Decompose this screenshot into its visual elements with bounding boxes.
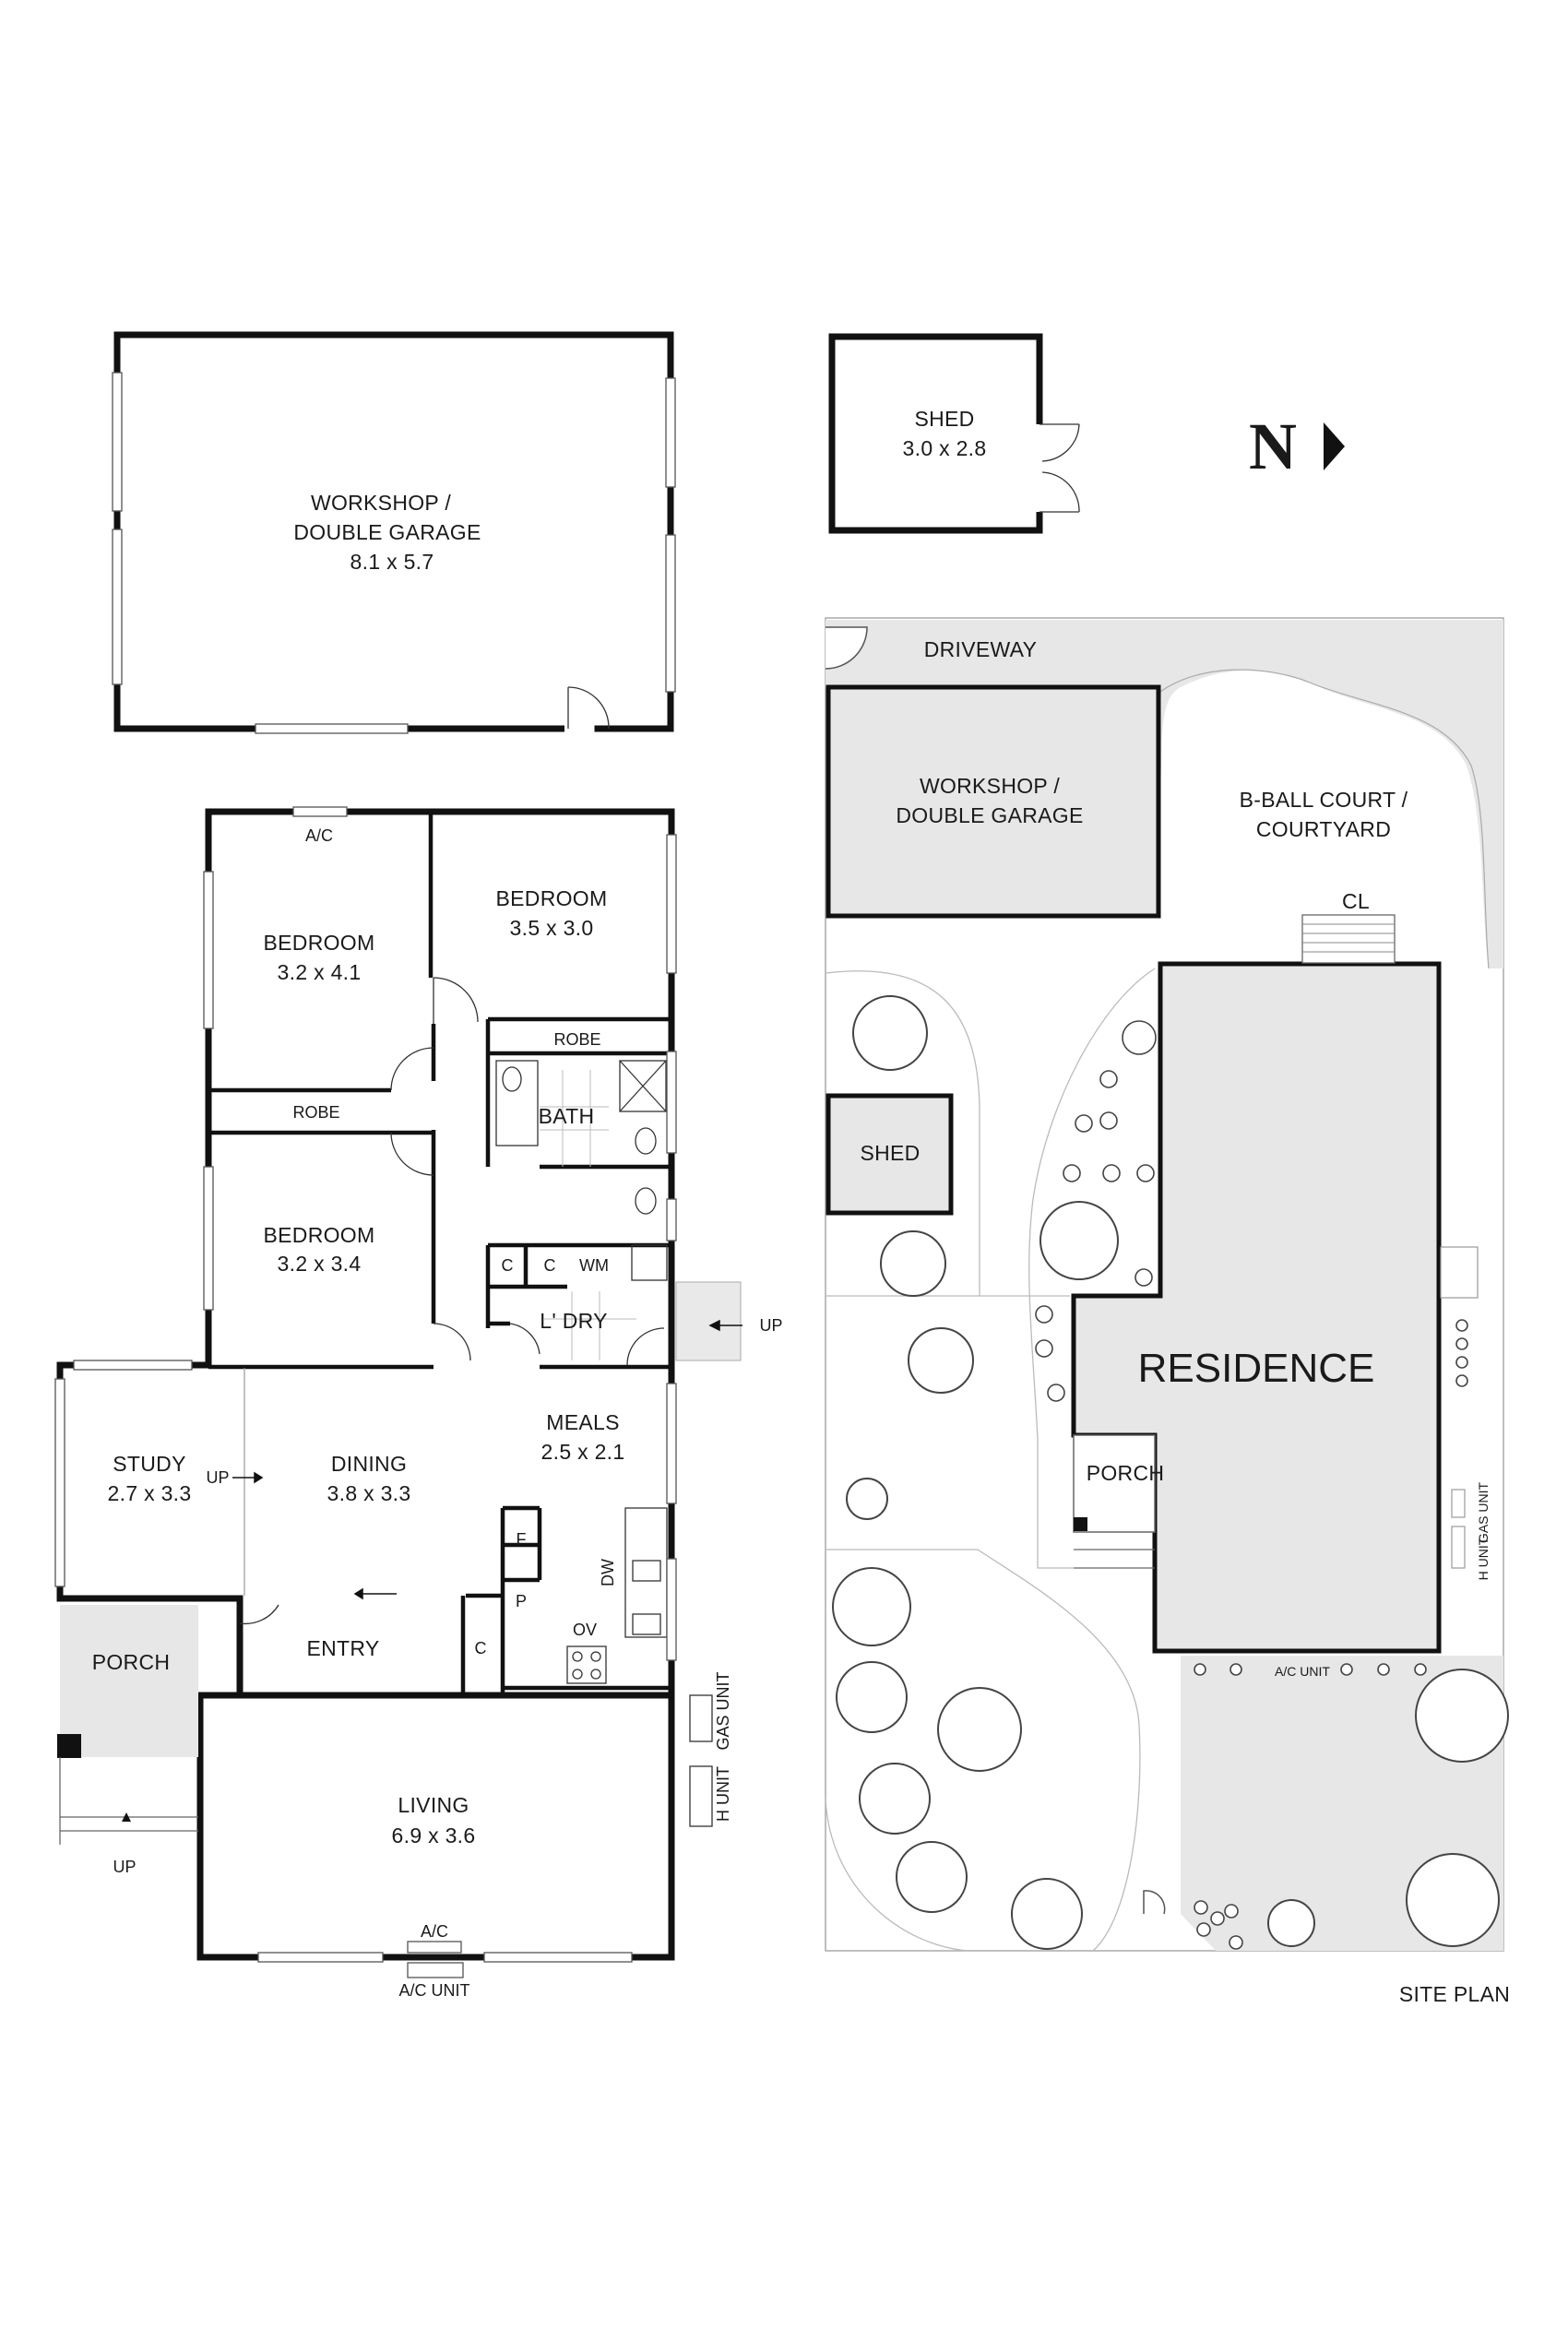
study-label: STUDY xyxy=(113,1452,185,1476)
bedroom1-size: 3.2 x 4.1 xyxy=(278,960,362,984)
bedroom2-size: 3.5 x 3.0 xyxy=(510,916,594,940)
up-laundry-label: UP xyxy=(759,1316,782,1335)
site-ac-unit-label: A/C UNIT xyxy=(1275,1664,1330,1679)
h-unit-label: H UNIT xyxy=(714,1766,732,1822)
site-gas-unit-label: GAS UNIT xyxy=(1476,1481,1491,1543)
robe1-label: ROBE xyxy=(292,1103,339,1122)
bath-label: BATH xyxy=(539,1104,595,1128)
site-trees xyxy=(832,995,1509,1950)
shed-size: 3.0 x 2.8 xyxy=(903,436,987,460)
living-label: LIVING xyxy=(398,1793,469,1817)
meals-size: 2.5 x 2.1 xyxy=(541,1440,625,1464)
porch-label: PORCH xyxy=(92,1650,171,1674)
bedroom3-label: BEDROOM xyxy=(264,1223,375,1247)
site-court-label-line1: B-BALL COURT / xyxy=(1240,788,1408,812)
site-plan-caption: SITE PLAN xyxy=(1399,1982,1510,2006)
ac-living-label: A/C xyxy=(421,1922,448,1941)
entry-label: ENTRY xyxy=(306,1636,379,1660)
site-driveway-label: DRIVEWAY xyxy=(924,637,1038,661)
robe2-label: ROBE xyxy=(553,1030,600,1049)
north-arrow-icon xyxy=(1324,422,1345,470)
floorplan-shed: SHED 3.0 x 2.8 xyxy=(828,333,1080,534)
bedroom2-label: BEDROOM xyxy=(496,886,608,910)
site-plan: DRIVEWAY WORKSHOP / DOUBLE GARAGE B-BALL… xyxy=(825,617,1510,2006)
workshop-label-line2: DOUBLE GARAGE xyxy=(293,520,481,544)
site-shed-label: SHED xyxy=(860,1141,920,1165)
workshop-size: 8.1 x 5.7 xyxy=(350,550,434,574)
dining-label: DINING xyxy=(331,1452,407,1476)
compass: N xyxy=(1249,410,1345,483)
site-workshop-label-line1: WORKSHOP / xyxy=(920,774,1060,798)
workshop-label-line1: WORKSHOP / xyxy=(311,491,451,515)
ac-unit-label: A/C UNIT xyxy=(398,1981,469,2000)
site-porch-label: PORCH xyxy=(1087,1461,1165,1485)
dining-size: 3.8 x 3.3 xyxy=(327,1481,411,1505)
site-residence-label: RESIDENCE xyxy=(1138,1346,1375,1391)
ac-bedroom-label: A/C xyxy=(305,826,333,845)
shed-label: SHED xyxy=(914,407,974,431)
wm-label: WM xyxy=(579,1256,609,1275)
site-workshop-label-line2: DOUBLE GARAGE xyxy=(896,803,1083,827)
compass-letter: N xyxy=(1249,410,1297,483)
study-size: 2.7 x 3.3 xyxy=(108,1481,192,1505)
bedroom3-size: 3.2 x 3.4 xyxy=(278,1252,362,1276)
dw-label: DW xyxy=(599,1559,617,1586)
bedroom1-label: BEDROOM xyxy=(264,931,375,955)
laundry-label: L' DRY xyxy=(540,1309,608,1333)
up-porch-label: UP xyxy=(113,1858,136,1876)
living-size: 6.9 x 3.6 xyxy=(392,1823,476,1847)
floorplan-workshop: WORKSHOP / DOUBLE GARAGE 8.1 x 5.7 xyxy=(112,331,676,734)
gas-unit-label: GAS UNIT xyxy=(714,1671,732,1750)
site-h-unit-label: H UNIT xyxy=(1476,1537,1491,1580)
floorplan-house: A/C BEDROOM 3.2 x 4.1 BEDROOM 3.5 x 3.0 … xyxy=(54,806,783,2000)
entry-c-label: C xyxy=(475,1639,487,1657)
pantry-label: P xyxy=(516,1592,527,1610)
up-study-label: UP xyxy=(206,1468,229,1487)
meals-label: MEALS xyxy=(546,1410,619,1434)
site-court-label-line2: COURTYARD xyxy=(1256,817,1391,841)
site-cl-label: CL xyxy=(1342,889,1370,913)
fridge-label: F xyxy=(517,1530,527,1549)
c1-label: C xyxy=(502,1256,514,1275)
ov-label: OV xyxy=(573,1621,597,1639)
c2-label: C xyxy=(544,1256,556,1275)
